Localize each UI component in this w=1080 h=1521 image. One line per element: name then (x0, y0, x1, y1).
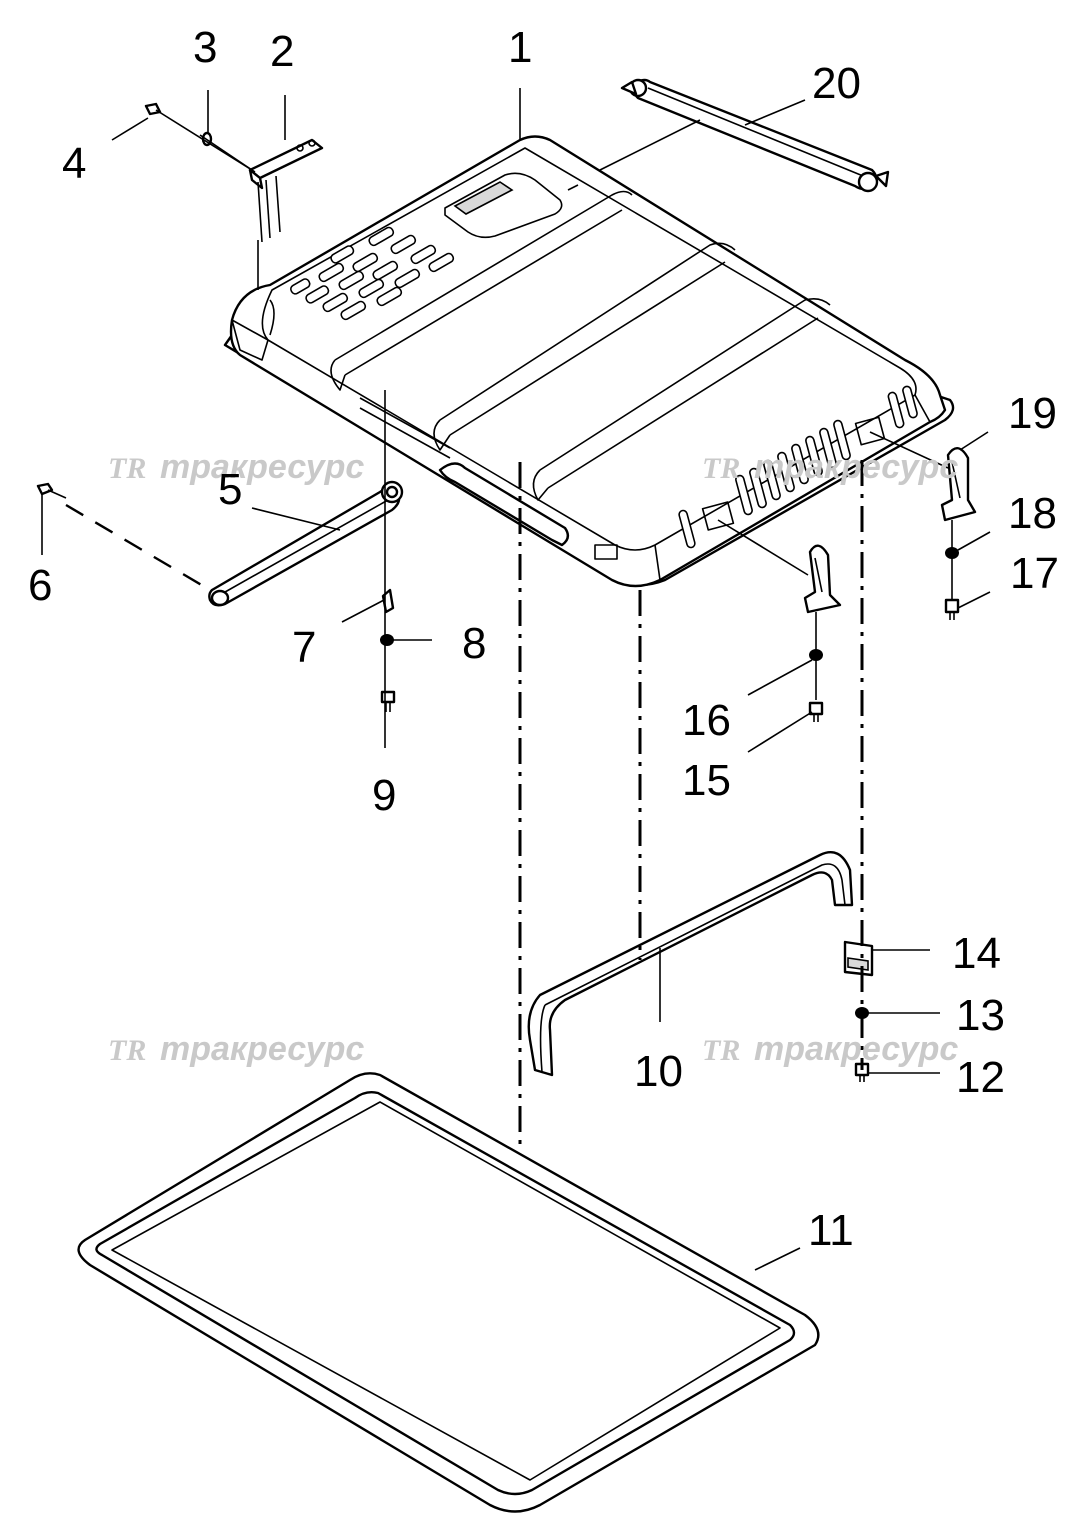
callout-19: 19 (1008, 389, 1057, 438)
svg-text:TR: TR (702, 452, 740, 485)
svg-text:тракресурс: тракресурс (160, 1030, 364, 1068)
callout-13: 13 (956, 991, 1005, 1040)
svg-text:TR: TR (702, 1034, 740, 1067)
svg-text:TR: TR (108, 1034, 146, 1067)
callout-17: 17 (1010, 549, 1059, 598)
part-15-bolt (808, 701, 824, 722)
callout-12: 12 (956, 1053, 1005, 1102)
part-16-latch-lower (803, 544, 842, 614)
part-1-cover (223, 135, 955, 588)
callout-3: 3 (193, 23, 217, 72)
leader-lines (41, 88, 991, 1271)
cover-vents-left (290, 226, 455, 321)
callout-10: 10 (634, 1047, 683, 1096)
part-2-bracket (248, 138, 324, 243)
callout-1: 1 (508, 23, 532, 72)
callout-18: 18 (1008, 489, 1057, 538)
part-20-gas-strut (620, 78, 890, 193)
callout-9: 9 (372, 771, 396, 820)
callout-20: 20 (812, 59, 861, 108)
callout-16: 16 (682, 696, 731, 745)
part-6-screw (36, 482, 67, 499)
svg-text:тракресурс: тракресурс (754, 1030, 958, 1068)
svg-text:тракресурс: тракресурс (160, 448, 364, 486)
watermark-3: TR тракресурс (108, 1030, 364, 1068)
callouts: 1 2 3 4 20 5 6 7 8 9 19 18 17 16 15 14 1… (28, 23, 1059, 1255)
part-17-bolt (944, 598, 960, 620)
part-5-hinge-rod (208, 480, 404, 607)
assembly-axes (65, 119, 953, 1150)
callout-11: 11 (808, 1206, 854, 1255)
part-14-catch (843, 940, 874, 977)
part-8-washer (380, 634, 394, 646)
callout-15: 15 (682, 756, 731, 805)
cover-vents-right (678, 385, 918, 549)
callout-6: 6 (28, 561, 52, 610)
svg-text:TR: TR (108, 452, 146, 485)
callout-14: 14 (952, 929, 1001, 978)
part-9-bolt (380, 690, 396, 712)
callout-7: 7 (292, 623, 316, 672)
watermark-2: TR тракресурс (702, 448, 958, 486)
callout-5: 5 (218, 465, 242, 514)
watermark-4: TR тракресурс (702, 1030, 958, 1068)
part-11-seal-frame (77, 1072, 820, 1513)
part-10-handle (527, 850, 854, 1077)
svg-text:тракресурс: тракресурс (754, 448, 958, 486)
callout-8: 8 (462, 619, 486, 668)
watermark-1: TR тракресурс (108, 448, 364, 486)
callout-4: 4 (62, 139, 86, 188)
callout-2: 2 (270, 27, 294, 76)
part-19-latch (940, 447, 977, 522)
